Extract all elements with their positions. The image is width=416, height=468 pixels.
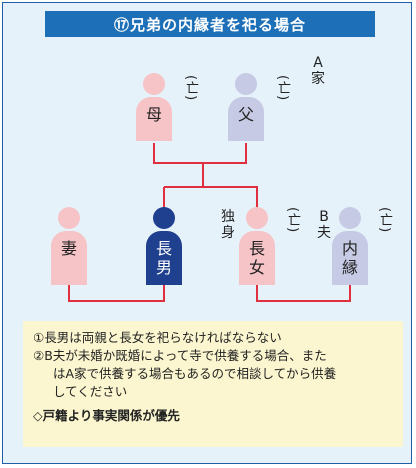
eldest-daughter-deceased-mark: (亡) [285, 207, 300, 234]
note-line-3: はA家で供養する場合もあるので相談してから供養 [53, 366, 337, 381]
mother-head [143, 73, 165, 95]
eldest-daughter-body: 長 女 [239, 231, 275, 285]
eldest-son-head [153, 207, 175, 229]
mother-deceased-mark: (亡) [183, 75, 198, 102]
common-law-deceased-mark: (亡) [377, 207, 392, 234]
note-line-1: ①長男は両親と長女を祀らなければならない [33, 330, 282, 345]
father-body: 父 [228, 97, 264, 141]
wife-body: 妻 [51, 231, 87, 285]
a-family-label: A 家 [311, 55, 325, 87]
note-line-4: してください [53, 384, 128, 399]
single-label: 独 身 [221, 209, 235, 241]
diagram-title: ⑰兄弟の内縁者を祀る場合 [45, 11, 375, 37]
father-deceased-mark: (亡) [275, 75, 290, 102]
b-husband-label: B 夫 [317, 209, 331, 241]
relationship-lines [68, 143, 351, 302]
eldest-daughter-head [246, 207, 268, 229]
children-bar-line [164, 186, 258, 209]
mother-body: 母 [136, 97, 172, 141]
common-law-partner-body: 内 縁 [332, 231, 368, 285]
note-priority: ◇戸籍より事実関係が優先 [33, 408, 180, 423]
wife-head [58, 207, 80, 229]
father-head [235, 73, 257, 95]
note-line-2: ②B夫が未婚か既婚によって寺で供養する場合、また [33, 348, 327, 363]
mother-line [153, 143, 247, 164]
eldest-son-body: 長 男 [146, 231, 182, 285]
diagram-frame: ⑰兄弟の内縁者を祀る場合 A 家 母 (亡) 父 (亡) [2, 2, 412, 464]
common-law-partner-head [339, 207, 361, 229]
notes-box: ①長男は両親と長女を祀らなければならない ②B夫が未婚か既婚によって寺で供養する… [23, 321, 403, 447]
marriage-line-daughter [256, 285, 351, 302]
marriage-line-son [68, 285, 165, 302]
